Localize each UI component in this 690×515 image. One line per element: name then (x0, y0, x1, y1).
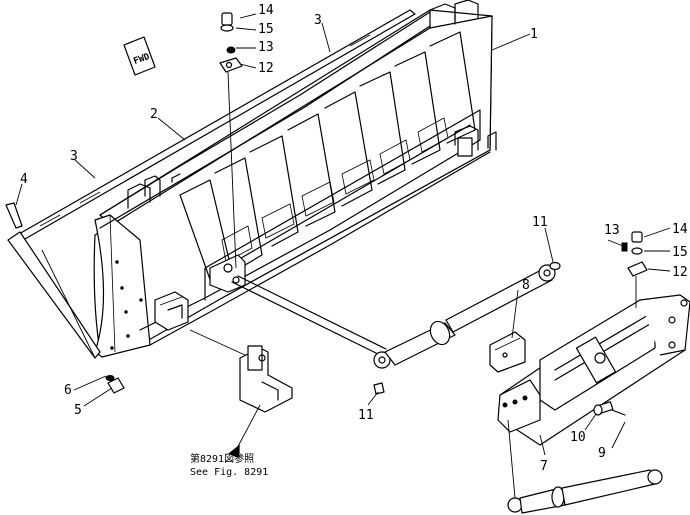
hardware-small (5, 202, 626, 416)
callout-11-left: 11 (358, 408, 374, 423)
push-arm (231, 264, 556, 369)
callout-3-left: 3 (70, 149, 78, 164)
callout-11-right: 11 (532, 215, 548, 230)
leader-lines (15, 13, 671, 499)
frame-bracket (497, 294, 690, 446)
plate-8 (489, 331, 526, 373)
reference-note-en: See Fig. 8291 (190, 467, 268, 478)
reference-note: 第8291図参照 See Fig. 8291 (190, 444, 268, 478)
callout-6: 6 (64, 383, 72, 398)
lower-support (239, 345, 293, 413)
callout-7: 7 (540, 459, 548, 474)
callout-1: 1 (530, 27, 538, 42)
callout-3-top: 3 (314, 13, 322, 28)
top-brackets (127, 0, 479, 209)
reference-note-jp: 第8291図参照 (190, 452, 254, 465)
callout-15-top: 15 (258, 22, 274, 37)
right-end-brackets (454, 125, 497, 157)
left-bottom-mount (154, 291, 189, 331)
side-plate-bolts (110, 260, 143, 350)
fwd-tag: FWD (123, 36, 156, 76)
callout-14-top: 14 (258, 3, 274, 18)
callout-5: 5 (74, 403, 82, 418)
callout-12-right: 12 (672, 265, 688, 280)
callout-13-top: 13 (258, 40, 274, 55)
callout-13-right: 13 (604, 223, 620, 238)
callout-12-top: 12 (258, 61, 274, 76)
callout-numbers: 1 2 3 3 4 5 6 7 8 9 10 11 11 12 12 13 13… (20, 3, 688, 474)
callout-14-right: 14 (672, 222, 688, 237)
callout-10: 10 (570, 430, 586, 445)
callout-9: 9 (598, 446, 606, 461)
blade-cutouts (221, 117, 449, 263)
callout-15-right: 15 (672, 245, 688, 260)
callout-4: 4 (20, 172, 28, 187)
callout-8: 8 (522, 278, 530, 293)
hardware-right (621, 231, 648, 308)
callout-2: 2 (150, 107, 158, 122)
end-bit (7, 231, 101, 359)
hardware-top-left (219, 12, 243, 269)
blade-assembly: FWD (93, 0, 497, 358)
lower-cylinder (507, 469, 663, 514)
